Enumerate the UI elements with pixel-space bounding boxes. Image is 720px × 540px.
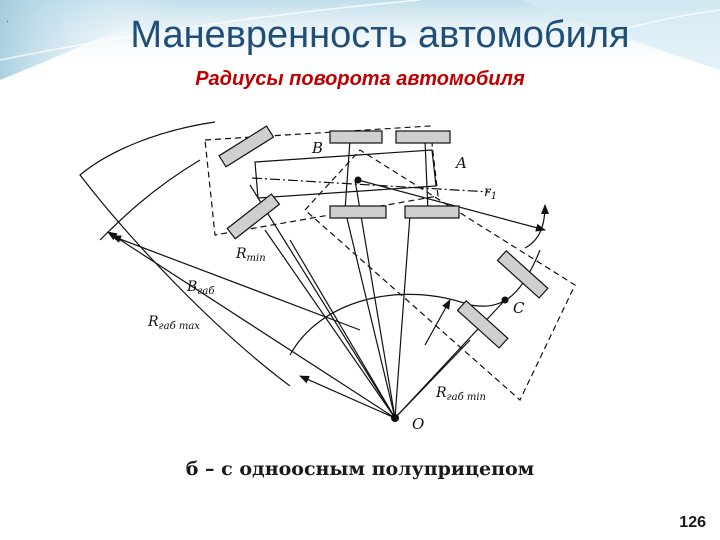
label-r-gab-max: Rгаб max xyxy=(147,314,200,332)
arrow-outer-tip xyxy=(524,204,549,249)
arrow-r-min xyxy=(299,375,396,419)
ray-3 xyxy=(344,209,396,419)
wheel-tractor-front xyxy=(218,125,275,168)
wheel-line-2 xyxy=(424,139,429,213)
ray-8 xyxy=(264,229,396,419)
label-r-min-sub: min xyxy=(247,253,266,264)
label-r-min: Rmin xyxy=(235,246,266,264)
label-b-gab-main: B xyxy=(186,279,197,295)
corner-dot: . xyxy=(6,14,9,25)
wheel-line-1 xyxy=(344,139,351,211)
ray-4 xyxy=(354,179,396,419)
slide-subtitle: Радиусы поворота автомобиля xyxy=(195,68,525,90)
figure-caption: б – с одноосным полуприцепом xyxy=(185,458,535,480)
ray-1 xyxy=(249,184,396,419)
point-c xyxy=(501,296,509,304)
label-r-gab-min: Rгаб min xyxy=(435,385,486,403)
arrow-r-gab-max xyxy=(107,231,396,419)
label-r1-sub: 1 xyxy=(491,191,497,202)
label-r1: r1 xyxy=(484,184,497,202)
slide-title: Маневренность автомобиля xyxy=(130,14,630,56)
point-o xyxy=(391,414,399,422)
arrow-r1 xyxy=(357,179,546,232)
wheel-trailer-upper xyxy=(496,249,549,299)
ray-2 xyxy=(289,239,396,419)
band-line xyxy=(0,0,421,61)
tractor-body xyxy=(254,149,437,199)
label-r1-main: r xyxy=(484,184,492,200)
left-swoosh xyxy=(0,0,180,80)
wheel-tractor-rear xyxy=(226,193,281,240)
label-b-gab: Bгаб xyxy=(186,279,215,297)
trailer-outline xyxy=(304,149,576,401)
wheel-front-left xyxy=(329,130,383,144)
point-a xyxy=(354,176,362,184)
wheel-rear-right xyxy=(404,205,460,219)
label-b: B xyxy=(311,139,323,157)
wheel-trailer-lower xyxy=(456,299,509,349)
middle-arc xyxy=(99,159,201,241)
label-a: A xyxy=(454,154,467,172)
wheel-front-right xyxy=(395,130,451,144)
ray-5 xyxy=(394,214,411,419)
inner-arc xyxy=(289,249,541,356)
label-r-gab-max-main: R xyxy=(147,314,159,330)
band-line-right xyxy=(559,9,720,51)
label-r-gab-max-sub: габ max xyxy=(159,321,201,332)
label-r-gab-min-main: R xyxy=(435,385,447,401)
page-number: 126 xyxy=(679,514,706,531)
arrow-b-gab xyxy=(111,235,361,331)
ray-7 xyxy=(394,339,471,419)
tractor-axis xyxy=(251,177,491,193)
outer-arc xyxy=(79,121,291,387)
label-r-min-main: R xyxy=(235,246,247,262)
label-r-gab-min-sub: габ min xyxy=(447,392,486,403)
wheel-rear-left xyxy=(329,205,387,219)
label-o: O xyxy=(412,415,424,433)
label-c: C xyxy=(513,299,525,317)
label-b-gab-sub: габ xyxy=(197,286,215,297)
arrow-r-gab-min xyxy=(424,299,451,346)
